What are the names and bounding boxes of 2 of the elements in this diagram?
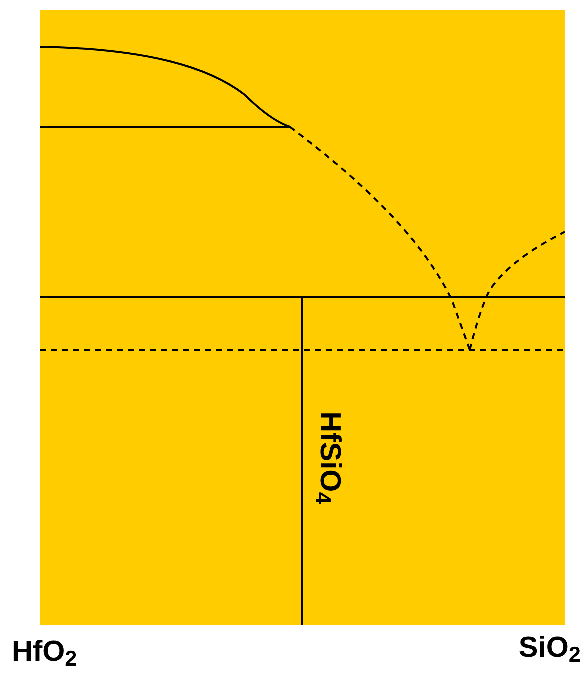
axis-end-label: HfO$_{2}$ [12, 638, 78, 667]
axis-end-label: SiO$_{2}$ [518, 634, 581, 663]
